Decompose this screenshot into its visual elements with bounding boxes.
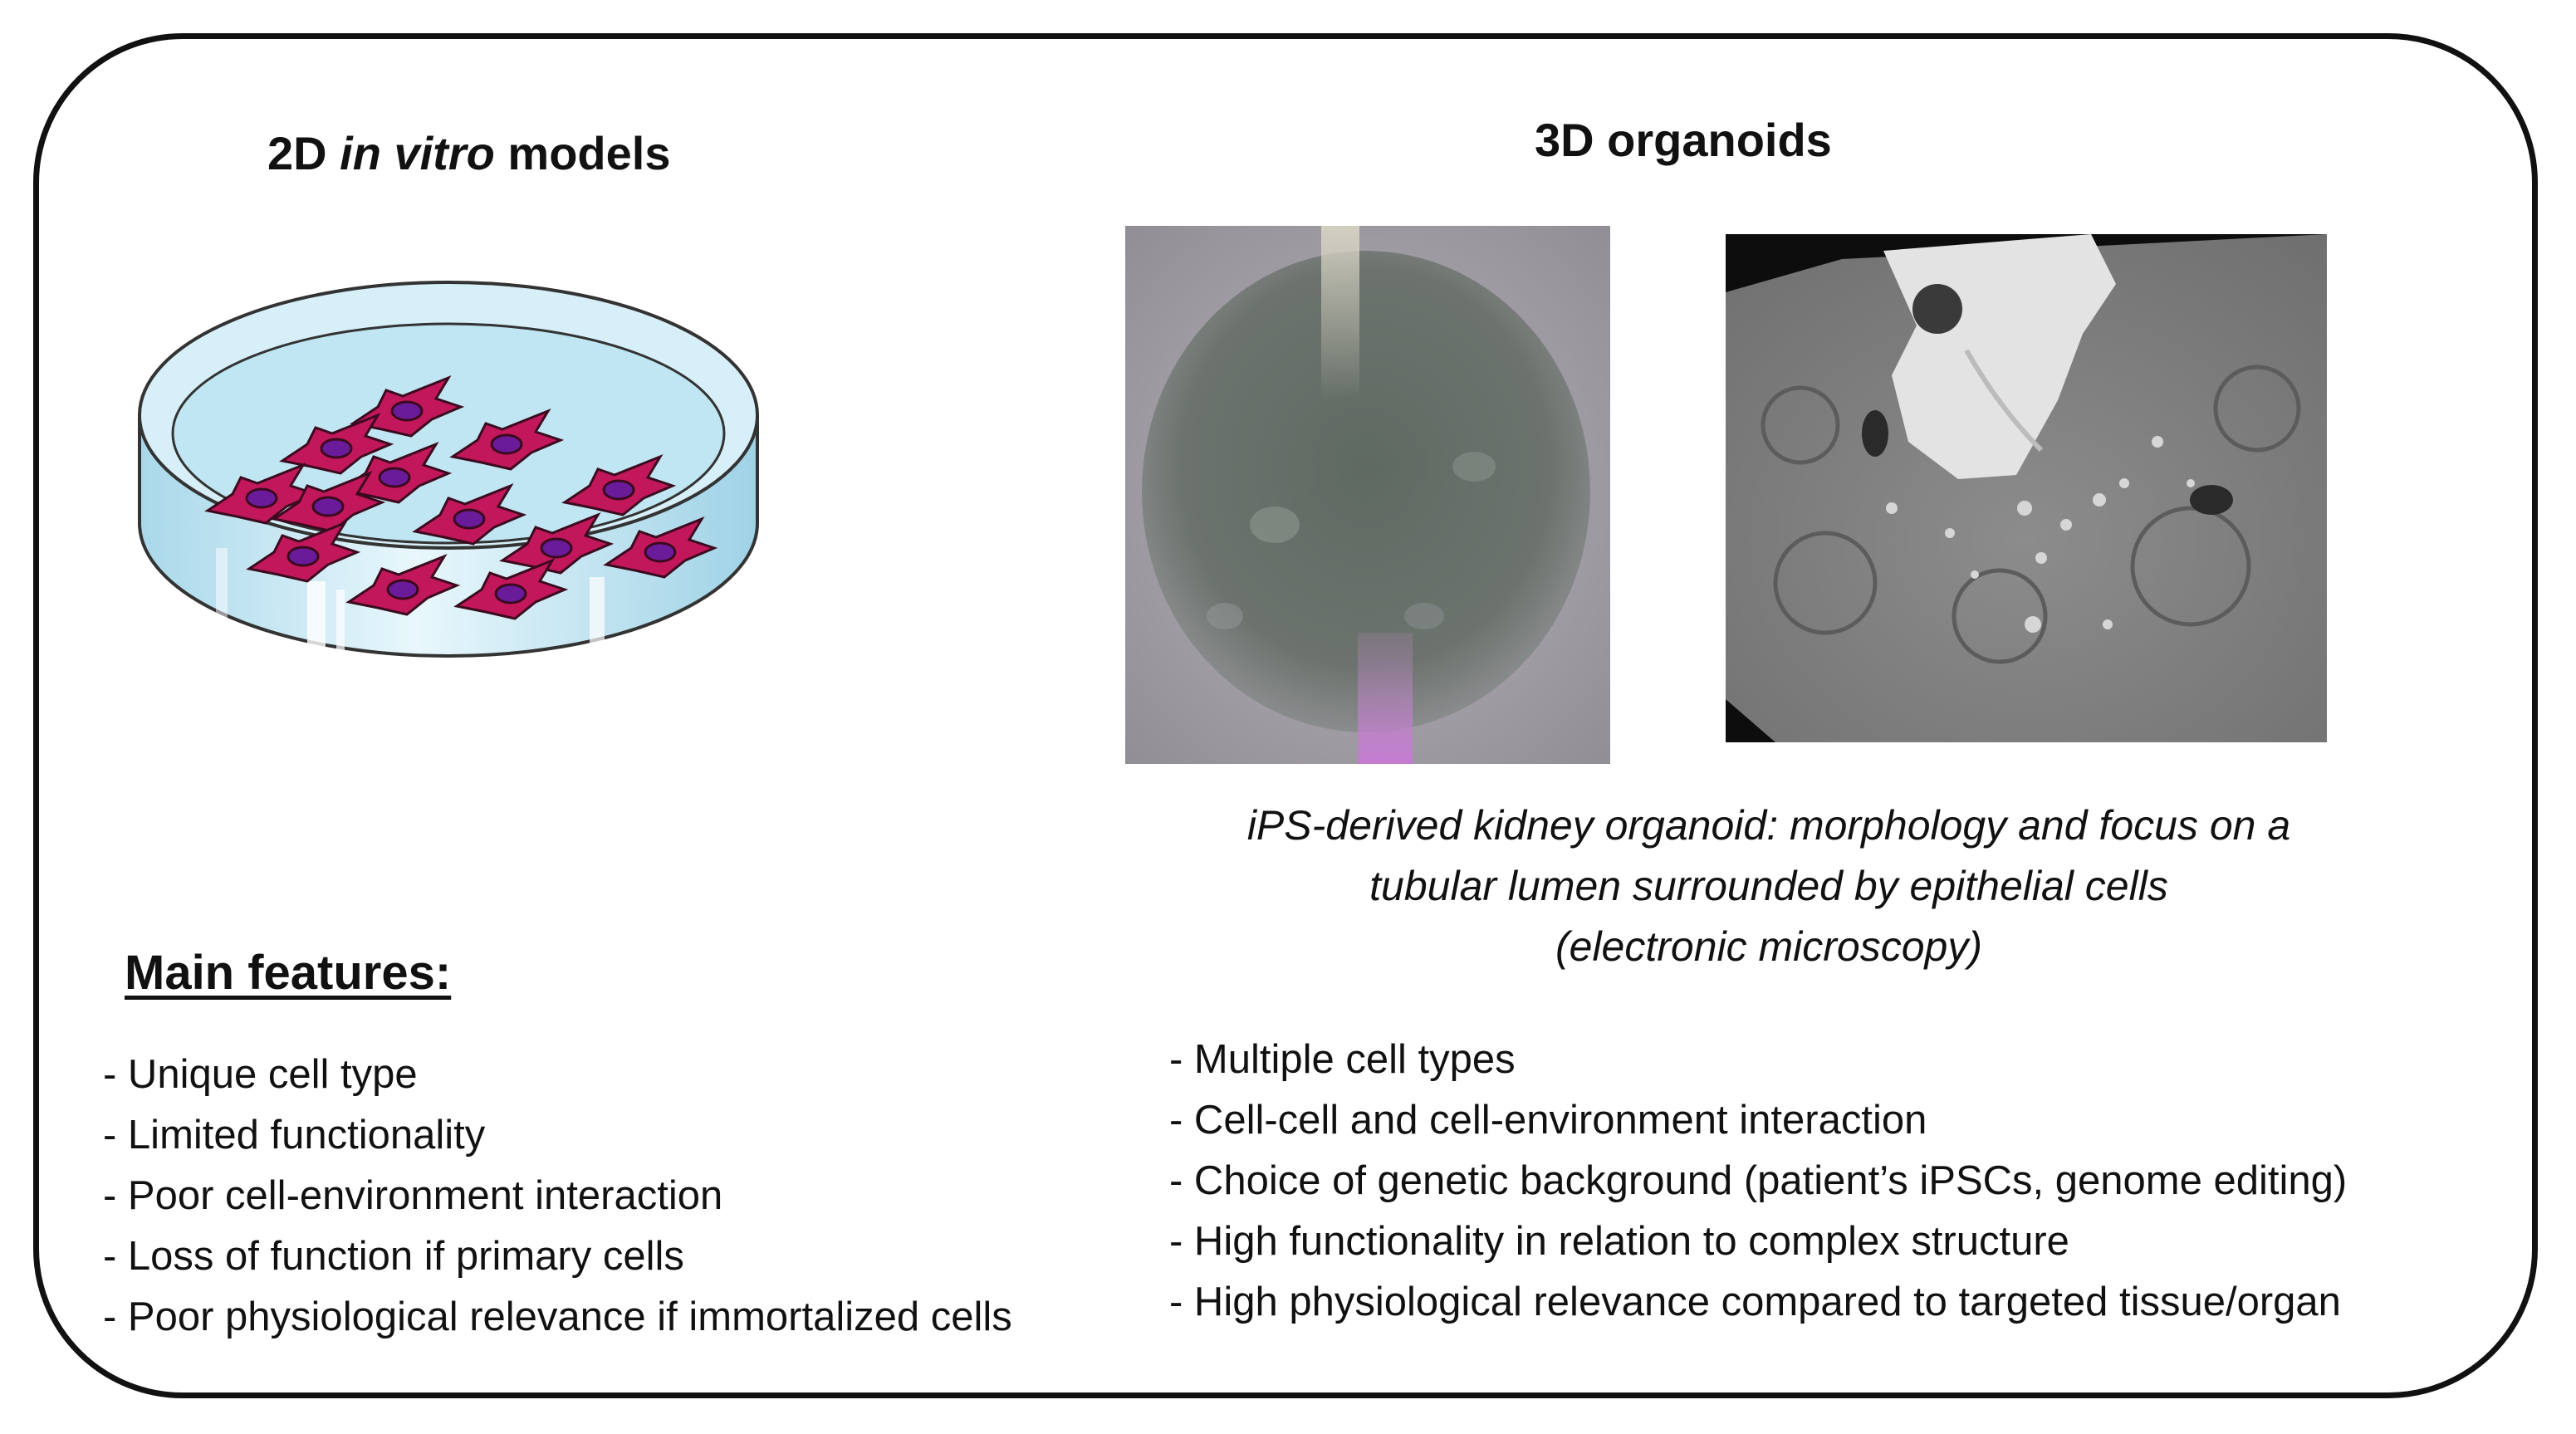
organoid-morphology-photo (1125, 226, 1610, 764)
title-3d-organoids: 3D organoids (1535, 114, 1832, 166)
feature-2d-item: - Poor cell-environment interaction (103, 1173, 723, 1218)
title-2d-prefix: 2D (267, 127, 340, 179)
feature-3d-item: - Choice of genetic background (patient’… (1169, 1158, 2348, 1203)
title-2d-suffix: models (494, 127, 671, 179)
petri-dish-illustration (138, 281, 759, 683)
cells-group (204, 374, 718, 620)
title-2d-italic: in vitro (340, 127, 495, 179)
feature-2d-item: - Limited functionality (103, 1113, 486, 1157)
title-2d-models: 2D in vitro models (267, 126, 670, 180)
feature-3d-item: - Cell-cell and cell-environment interac… (1169, 1098, 1927, 1143)
main-features-heading: Main features: (125, 946, 452, 1000)
caption-line: tubular lumen surrounded by epithelial c… (1369, 863, 2168, 909)
caption-line: (electronic microscopy) (1555, 923, 1982, 970)
feature-3d-item: - High physiological relevance compared … (1169, 1280, 2341, 1324)
feature-2d-item: - Unique cell type (103, 1052, 418, 1097)
features-list-2d: - Unique cell type - Limited functionali… (103, 1045, 1012, 1348)
feature-3d-item: - Multiple cell types (1169, 1037, 1516, 1082)
feature-3d-item: - High functionality in relation to comp… (1169, 1219, 2069, 1264)
electron-microscopy-photo (1726, 234, 2327, 742)
features-list-3d: - Multiple cell types - Cell-cell and ce… (1169, 1030, 2347, 1333)
feature-2d-item: - Loss of function if primary cells (103, 1234, 684, 1279)
caption-line: iPS-derived kidney organoid: morphology … (1246, 802, 2291, 849)
panel-frame (33, 33, 2538, 1398)
feature-2d-item: - Poor physiological relevance if immort… (103, 1295, 1012, 1339)
organoid-caption: iPS-derived kidney organoid: morphology … (1113, 795, 2425, 977)
